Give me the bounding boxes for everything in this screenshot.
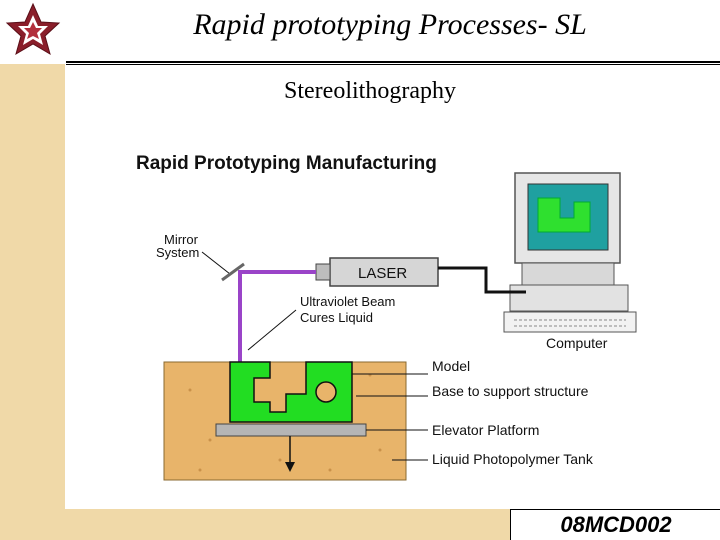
computer-label: Computer [546, 335, 608, 351]
computer-icon [503, 172, 637, 333]
left-accent-strip [0, 64, 65, 509]
base-label: Base to support structure [432, 383, 589, 399]
beam-label-line1: Ultraviolet Beam [300, 294, 395, 309]
model-part [229, 361, 353, 423]
mirror-label-line1: Mirror [164, 232, 199, 247]
laser-label: LASER [358, 265, 407, 282]
beam-label-line2: Cures Liquid [300, 310, 373, 325]
footer-code-box: 08MCD002 [510, 509, 720, 540]
elevator-platform [215, 423, 367, 437]
laser-cable [438, 266, 526, 294]
ultraviolet-beam [238, 270, 316, 362]
platform-label: Elevator Platform [432, 422, 539, 438]
mirror-icon [221, 262, 245, 282]
mirror-label-line2: System [156, 245, 199, 260]
slide-subtitle: Stereolithography [284, 78, 456, 104]
star-emblem-icon [4, 2, 62, 60]
title-divider [66, 61, 720, 65]
slide-title: Rapid prototyping Processes- SL [193, 8, 587, 41]
tank-label: Liquid Photopolymer Tank [432, 451, 594, 467]
model-label: Model [432, 358, 470, 374]
stereolithography-diagram: Rapid Prototyping Manufacturing Computer… [130, 140, 670, 485]
diagram-heading: Rapid Prototyping Manufacturing [136, 153, 437, 174]
footer-code: 08MCD002 [560, 512, 672, 537]
